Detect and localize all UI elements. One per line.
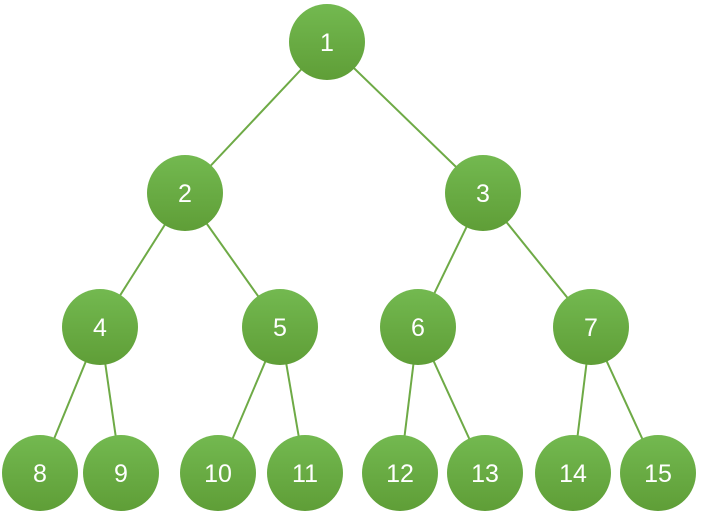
tree-node-label-4: 4 <box>93 314 107 342</box>
tree-node-label-7: 7 <box>584 314 598 342</box>
tree-node-label-8: 8 <box>33 460 47 488</box>
tree-node-label-12: 12 <box>386 460 414 488</box>
tree-node-1: 1 <box>289 4 365 80</box>
tree-node-6: 6 <box>380 289 456 365</box>
tree-node-circle-6 <box>380 289 456 365</box>
tree-node-circle-1 <box>289 4 365 80</box>
tree-node-label-14: 14 <box>559 460 587 488</box>
tree-node-15: 15 <box>620 435 696 511</box>
tree-node-3: 3 <box>445 155 521 231</box>
tree-node-circle-11 <box>267 435 343 511</box>
tree-node-label-3: 3 <box>476 180 490 208</box>
tree-node-label-9: 9 <box>114 460 128 488</box>
tree-node-12: 12 <box>362 435 438 511</box>
tree-node-circle-14 <box>535 435 611 511</box>
tree-node-circle-3 <box>445 155 521 231</box>
tree-node-circle-9 <box>83 435 159 511</box>
tree-node-label-2: 2 <box>178 180 192 208</box>
tree-node-label-13: 13 <box>471 460 499 488</box>
tree-node-circle-15 <box>620 435 696 511</box>
tree-node-label-1: 1 <box>320 29 334 57</box>
tree-node-5: 5 <box>242 289 318 365</box>
tree-node-circle-13 <box>447 435 523 511</box>
tree-node-label-5: 5 <box>273 314 287 342</box>
tree-node-label-11: 11 <box>292 460 318 488</box>
tree-node-8: 8 <box>2 435 78 511</box>
tree-node-11: 11 <box>267 435 343 511</box>
tree-node-4: 4 <box>62 289 138 365</box>
tree-node-circle-5 <box>242 289 318 365</box>
tree-node-circle-12 <box>362 435 438 511</box>
tree-node-10: 10 <box>180 435 256 511</box>
tree-node-label-10: 10 <box>204 460 232 488</box>
tree-node-circle-4 <box>62 289 138 365</box>
tree-node-circle-8 <box>2 435 78 511</box>
tree-node-13: 13 <box>447 435 523 511</box>
tree-node-circle-2 <box>147 155 223 231</box>
tree-node-circle-7 <box>553 289 629 365</box>
tree-node-14: 14 <box>535 435 611 511</box>
tree-node-7: 7 <box>553 289 629 365</box>
tree-edges-layer <box>39 41 659 474</box>
tree-node-label-6: 6 <box>411 314 425 342</box>
tree-node-circle-10 <box>180 435 256 511</box>
tree-node-9: 9 <box>83 435 159 511</box>
tree-node-label-15: 15 <box>644 460 672 488</box>
tree-node-2: 2 <box>147 155 223 231</box>
